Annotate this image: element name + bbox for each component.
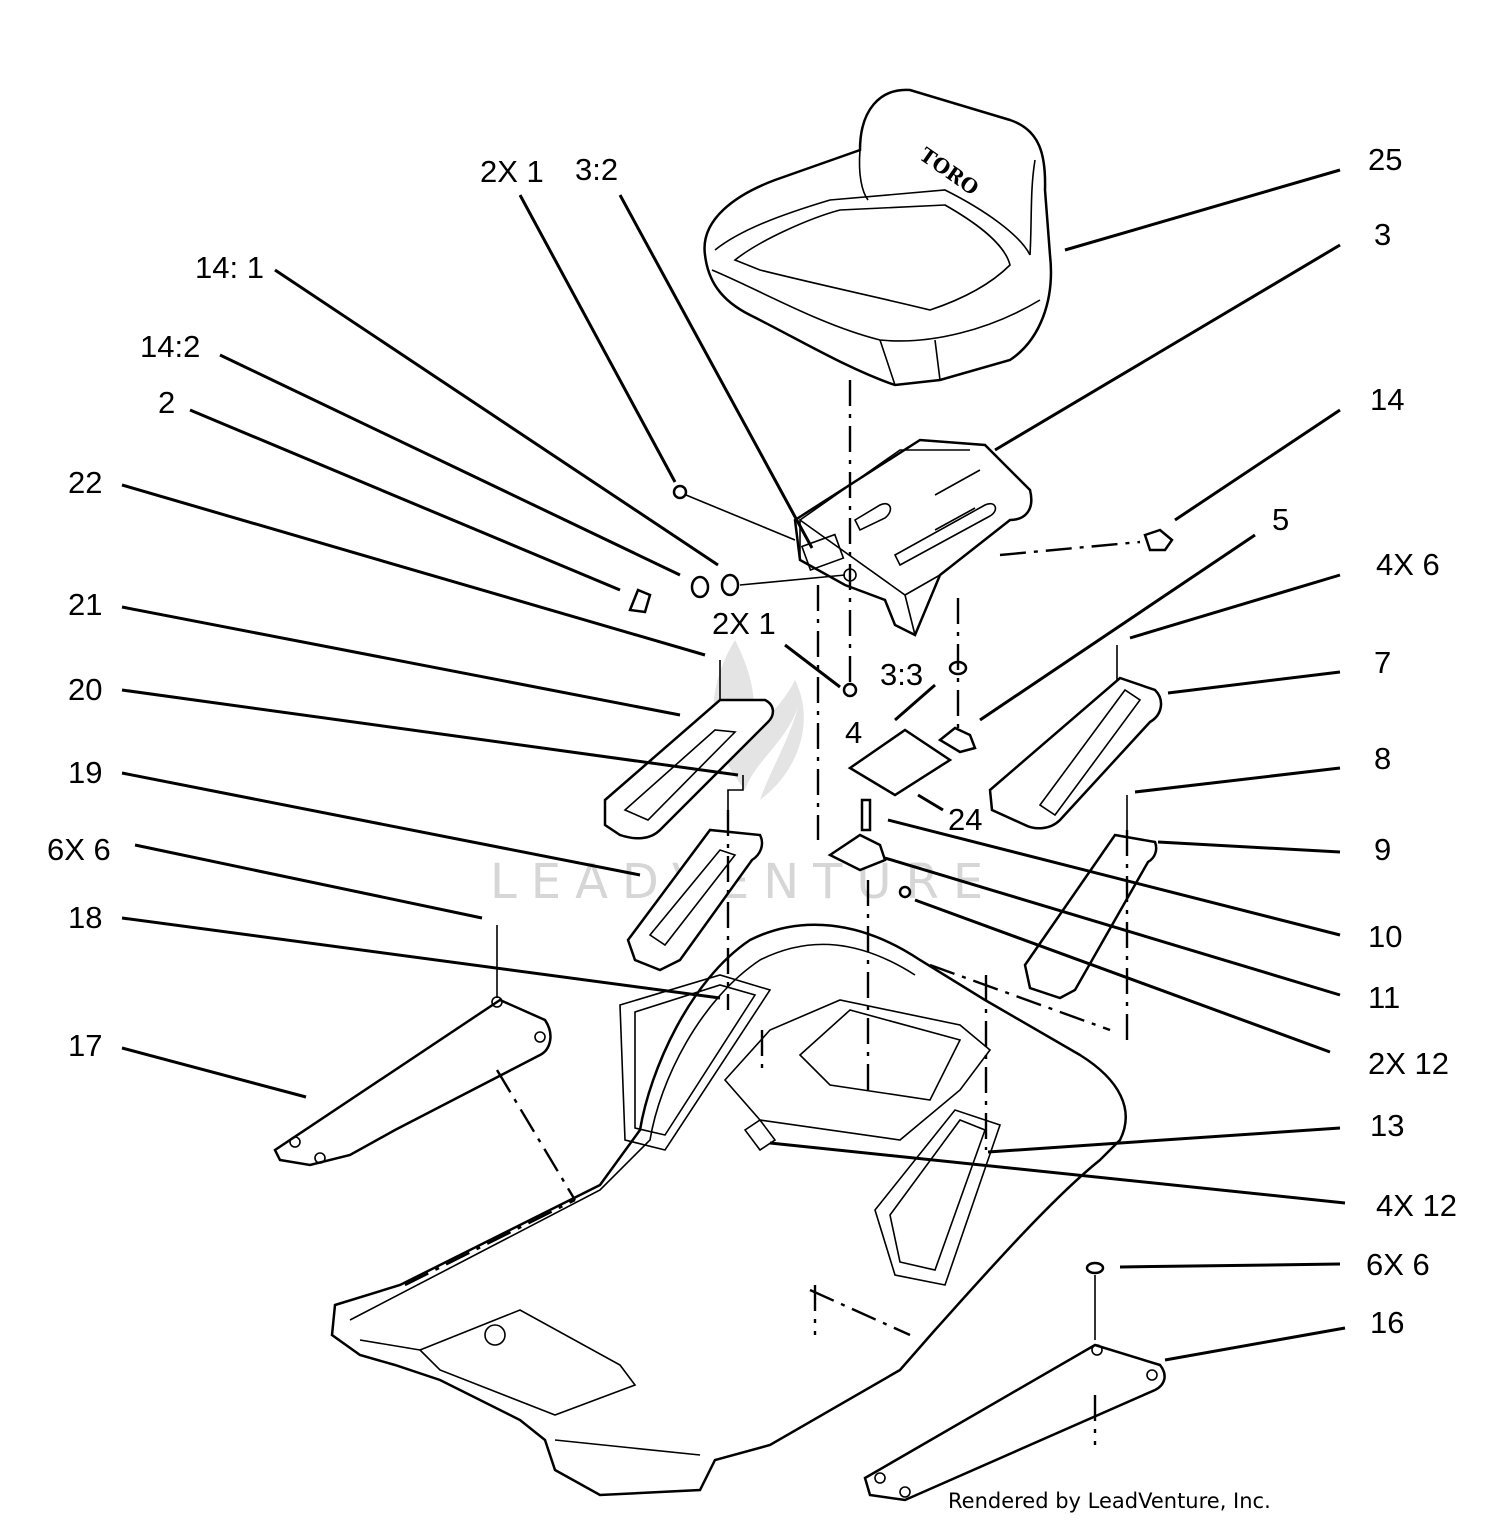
- callout-13: 13: [1370, 1108, 1404, 1143]
- callout-14-1: 14: 1: [195, 250, 264, 285]
- knob-14: [999, 528, 1174, 557]
- callout-9: 9: [1374, 832, 1391, 867]
- callout-6x6-right: 6X 6: [1366, 1247, 1430, 1282]
- callout-4: 4: [845, 715, 862, 750]
- assembly-lines: [404, 380, 1129, 1445]
- seat: TORO: [703, 88, 1053, 387]
- callout-3: 3: [1374, 217, 1391, 252]
- leader-lines: [121, 168, 1346, 1362]
- callouts: 25 3 14 5 4X 6 7 8 9 10 11 2X 12 13 4X 1…: [47, 142, 1457, 1340]
- watermark-flame-icon: [713, 640, 804, 800]
- callout-6x6-left: 6X 6: [47, 832, 111, 867]
- callout-8: 8: [1374, 741, 1391, 776]
- callout-3-3: 3:3: [880, 657, 923, 692]
- callout-3-2: 3:2: [575, 152, 618, 187]
- callout-14-2: 14:2: [140, 329, 200, 364]
- callout-16: 16: [1370, 1305, 1404, 1340]
- callout-2x12: 2X 12: [1368, 1046, 1449, 1081]
- parts: TORO: [273, 88, 1174, 1502]
- callout-17: 17: [68, 1028, 102, 1063]
- callout-2x1-mid: 2X 1: [712, 606, 776, 641]
- fender-body: [330, 923, 1127, 1497]
- plate-16: [863, 1261, 1166, 1502]
- center-parts: [827, 660, 977, 899]
- hardware-left: [628, 484, 858, 698]
- right-fender-plates: [988, 645, 1163, 1000]
- callout-2: 2: [158, 385, 175, 420]
- plate-17: [273, 925, 552, 1167]
- callout-25: 25: [1368, 142, 1402, 177]
- credit-text: Rendered by LeadVenture, Inc.: [948, 1489, 1271, 1513]
- callout-4x6: 4X 6: [1376, 547, 1440, 582]
- callout-21: 21: [68, 587, 102, 622]
- callout-11: 11: [1368, 980, 1400, 1015]
- callout-19: 19: [68, 755, 102, 790]
- callout-20: 20: [68, 672, 102, 707]
- callout-24: 24: [948, 802, 982, 837]
- callout-7: 7: [1374, 645, 1391, 680]
- callout-4x12: 4X 12: [1376, 1188, 1457, 1223]
- callout-5: 5: [1272, 502, 1289, 537]
- callout-18: 18: [68, 900, 102, 935]
- callout-22: 22: [68, 465, 102, 500]
- callout-10: 10: [1368, 919, 1402, 954]
- callout-14: 14: [1370, 382, 1404, 417]
- seat-plate: [793, 438, 1033, 637]
- callout-2x1-top: 2X 1: [480, 154, 544, 189]
